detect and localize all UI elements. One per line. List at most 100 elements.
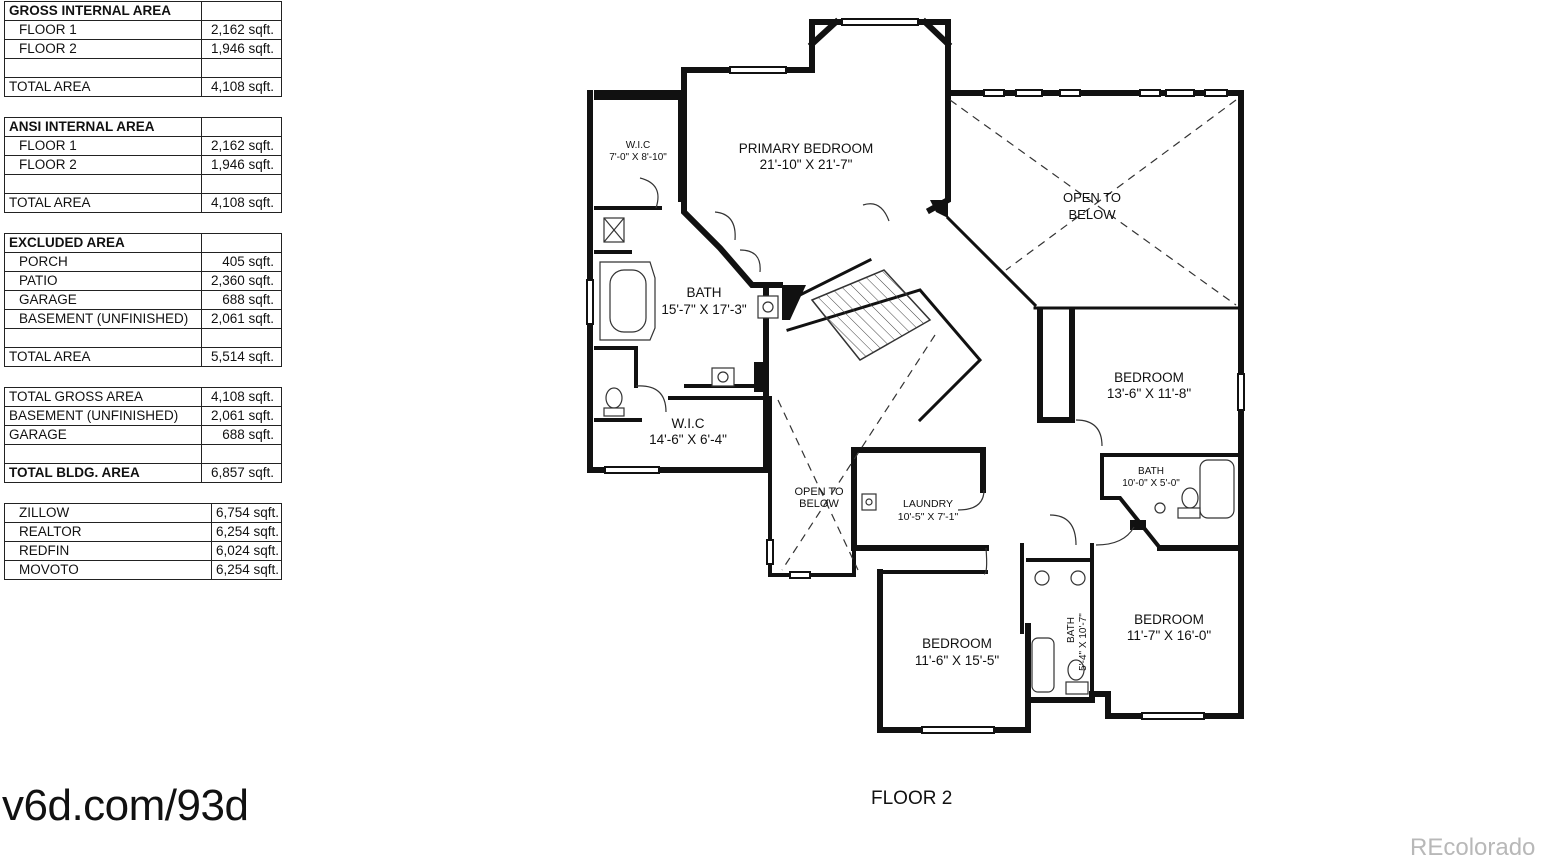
row-label: FLOOR 1 — [4, 136, 202, 156]
open-below-label-2b: BELOW — [799, 498, 839, 510]
room-name-bedroom-se: BEDROOM — [1134, 612, 1204, 627]
open-below-label-1a: OPEN TO — [1063, 190, 1121, 205]
row-value — [201, 328, 282, 348]
row-value: 2,162 sqft. — [201, 20, 282, 40]
room-size-bedroom-se: 11'-7" X 16'-0" — [1127, 628, 1211, 643]
row-value: 405 sqft. — [201, 252, 282, 272]
row-value: 2,162 sqft. — [201, 136, 282, 156]
row-label: REDFIN — [4, 541, 212, 561]
room-name-bath-east: BATH — [1138, 466, 1164, 477]
row-label — [4, 174, 202, 194]
table-heading-value — [201, 117, 282, 137]
watermark-logo: REcolorado — [1410, 834, 1536, 861]
row-value: 2,061 sqft. — [201, 406, 282, 426]
windows — [586, 18, 1245, 734]
room-labels: PRIMARY BEDROOM 21'-10" X 21'-7" W.I.C 7… — [609, 140, 1211, 671]
row-label: TOTAL BLDG. AREA — [4, 463, 202, 483]
row-value: 6,857 sqft. — [201, 463, 282, 483]
site-link[interactable]: v6d.com/93d — [2, 781, 249, 830]
table-heading-value — [201, 233, 282, 253]
table-heading-value — [201, 1, 282, 21]
row-value: 688 sqft. — [201, 290, 282, 310]
row-value: 4,108 sqft. — [201, 387, 282, 407]
room-name-bedroom-east: BEDROOM — [1114, 370, 1184, 385]
table-heading: ANSI INTERNAL AREA — [4, 117, 202, 137]
row-label: TOTAL AREA — [4, 347, 202, 367]
floor-plan: PRIMARY BEDROOM 21'-10" X 21'-7" W.I.C 7… — [586, 17, 1245, 734]
table-row: BASEMENT (UNFINISHED)2,061 sqft. — [4, 406, 282, 426]
wall-columns — [754, 200, 1146, 530]
table-row — [4, 58, 282, 78]
doors — [635, 177, 1135, 575]
table-heading: GROSS INTERNAL AREA — [4, 1, 202, 21]
row-value: 4,108 sqft. — [201, 193, 282, 213]
fixtures — [599, 217, 1235, 695]
row-value — [201, 174, 282, 194]
table-heading: EXCLUDED AREA — [4, 233, 202, 253]
room-size-primary-bath: 15'-7" X 17'-3" — [661, 302, 746, 317]
row-label: REALTOR — [4, 522, 212, 542]
table-row — [4, 444, 282, 464]
row-label: GARAGE — [4, 425, 202, 445]
row-label: TOTAL AREA — [4, 193, 202, 213]
row-value: 4,108 sqft. — [201, 77, 282, 97]
room-size-bedroom-south: 11'-6" X 15'-5" — [915, 653, 999, 668]
row-value: 6,254 sqft. — [211, 522, 282, 542]
room-name-wic-small: W.I.C — [626, 140, 650, 151]
table-heading-row: EXCLUDED AREA — [4, 233, 282, 253]
row-label: MOVOTO — [4, 560, 212, 580]
table-heading-row: ANSI INTERNAL AREA — [4, 117, 282, 137]
row-label — [4, 444, 202, 464]
room-size-wic-small: 7'-0" X 8'-10" — [609, 152, 667, 163]
table-row: BASEMENT (UNFINISHED)2,061 sqft. — [4, 309, 282, 329]
row-value: 1,946 sqft. — [201, 155, 282, 175]
open-to-below-markings — [777, 99, 1237, 571]
room-name-laundry: LAUNDRY — [903, 498, 953, 510]
row-label: TOTAL GROSS AREA — [4, 387, 202, 407]
room-size-laundry: 10'-5" X 7'-1" — [898, 511, 959, 523]
room-name-bedroom-south: BEDROOM — [922, 636, 992, 651]
room-size-bath-east: 10'-0" X 5'-0" — [1122, 478, 1180, 489]
room-name-primary-bath: BATH — [686, 285, 721, 300]
room-size-wic-large: 14'-6" X 6'-4" — [649, 432, 727, 447]
row-value — [201, 444, 282, 464]
row-value: 1,946 sqft. — [201, 39, 282, 59]
row-value: 6,254 sqft. — [211, 560, 282, 580]
table-row — [4, 174, 282, 194]
stairs — [810, 269, 932, 361]
row-label: FLOOR 2 — [4, 155, 202, 175]
room-size-primary-bedroom: 21'-10" X 21'-7" — [760, 157, 853, 172]
row-label: PORCH — [4, 252, 202, 272]
room-size-bath-small: 5'-4" X 10'-7" — [1078, 613, 1089, 671]
row-label: PATIO — [4, 271, 202, 291]
open-below-label-2a: OPEN TO — [794, 486, 844, 498]
room-name-wic-large: W.I.C — [672, 416, 705, 431]
row-label: BASEMENT (UNFINISHED) — [4, 309, 202, 329]
room-name-primary-bedroom: PRIMARY BEDROOM — [739, 141, 874, 156]
row-label: FLOOR 2 — [4, 39, 202, 59]
row-value: 5,514 sqft. — [201, 347, 282, 367]
row-label: FLOOR 1 — [4, 20, 202, 40]
row-label: ZILLOW — [4, 503, 212, 523]
table-row — [4, 328, 282, 348]
room-name-bath-small: BATH — [1066, 617, 1077, 643]
